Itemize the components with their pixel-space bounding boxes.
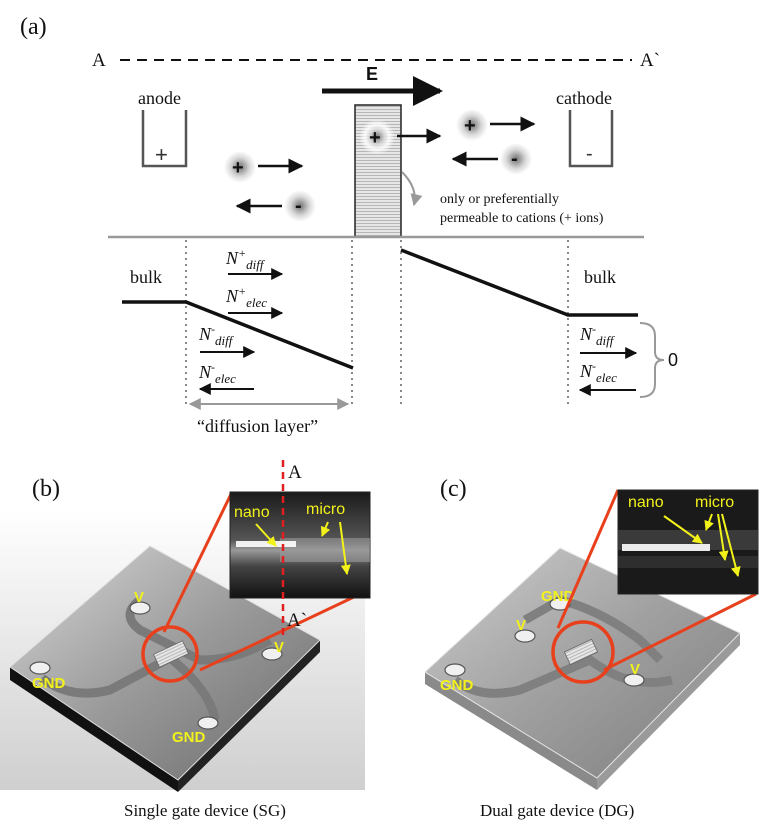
section-label-right: A` [640,50,660,71]
zoom-line-b-1 [162,491,234,633]
chip-c-port-v-right [623,673,645,687]
inset-c-micro-arrow-3 [721,513,741,577]
panel-c: (c) GND V V GND nano micro Dual gate dev… [424,476,759,820]
inset-b-nano-arrow [255,523,277,547]
chip-b-port-gnd1-label: GND [32,675,66,692]
flux-n-plus-diff: N+diff [225,246,266,272]
cathode-sign: - [586,143,593,165]
inset-c-micro-arrow-2 [717,513,729,561]
flux-n-minus-elec: N-elec [198,360,236,386]
inset-b-nano-label: nano [234,504,270,521]
panel-a: (a) A A` E anode + cathode - + - + + - [20,14,678,436]
profile-left [122,300,354,370]
chip-c-port-v-left [514,629,536,643]
zoom-circle-b [141,625,199,683]
zoom-line-c-1 [556,489,620,629]
membrane-note-line2: permeable to cations (+ ions) [440,211,604,226]
anion-glow-left [284,190,316,222]
anion-sign-right: - [511,148,518,170]
anode-label: anode [138,88,181,108]
zoom-line-b-2 [199,594,357,672]
chip-b-nanochannels [153,640,189,668]
anode-electrode [141,110,188,168]
zero-brace [639,322,665,398]
cation-sign-left: + [232,157,244,179]
inset-b-micro-label: micro [306,501,345,518]
flux-n-plus-elec: N+elec [225,284,267,310]
section-label-left: A [92,50,106,71]
flux-n-minus-diff: N-diff [198,322,235,348]
chip-c-port-gnd-left-label: GND [440,677,474,694]
zero-label: 0 [668,350,678,370]
panel-b-label: (b) [32,476,60,502]
chip-b-port-v1 [129,601,151,615]
cation-sign-right: + [464,115,476,137]
cation-glow-membrane-core [365,125,389,149]
field-label: E [366,64,378,84]
caption-c: Dual gate device (DG) [480,801,634,820]
zoom-line-c-2 [603,592,757,672]
inset-c-nano-label: nano [628,494,664,511]
anion-sign-left: - [295,195,302,217]
cation-glow-left [224,151,256,183]
zoom-circle-c [551,620,615,684]
chip-b-channel-lower [39,652,220,721]
chip-b-port-v2-label: V [274,639,284,656]
cation-sign-membrane: + [369,127,381,149]
inset-c-nano-glow [622,544,710,551]
panel-a-label: (a) [20,14,47,40]
inset-b-micro-arrow-2 [339,521,351,575]
chip-c-port-v-left-label: V [516,617,526,634]
profile-right [400,248,638,317]
chip-b-port-gnd2-label: GND [172,729,206,746]
section-b-bottom-label: A` [287,610,307,631]
chip-b-port-v1-label: V [134,589,144,606]
chip-b-port-v2 [261,647,283,661]
chip-c-nanochannels [563,638,599,666]
bulk-label-right: bulk [584,267,616,287]
flux-n-minus-diff-right: N-diff [579,322,616,348]
chip-b-side-right [178,640,320,792]
chip-c-port-gnd-left [444,663,466,677]
inset-c-nano-arrow [663,515,703,544]
note-pointer [401,171,423,207]
inset-c-micro-band-2 [618,556,758,568]
panel-b: (b) V V GND GND nano micro A A` [0,460,371,820]
inset-c-micro-arrow-1 [704,513,714,531]
chip-c-port-gnd-top-label: GND [541,588,575,605]
diffusion-layer-label: “diffusion layer” [197,416,318,436]
anode-sign: + [155,142,168,167]
inset-b-micro-arrow-1 [320,521,331,537]
cation-glow-right [456,109,488,141]
chip-c-side-front [425,672,597,790]
membrane-note-line1: only or preferentially [440,192,559,207]
flux-n-minus-elec-right: N-elec [579,359,617,385]
cathode-electrode [568,110,614,168]
chip-b-port-gnd2 [197,716,219,730]
caption-b: Single gate device (SG) [124,801,286,820]
inset-b-nano-glow [236,541,296,547]
cathode-label: cathode [556,88,612,108]
chip-b-side-front [10,667,178,792]
chip-c-side-right [597,633,740,790]
bulk-label-left: bulk [130,267,162,287]
chip-b-port-gnd1 [29,661,51,675]
panel-c-label: (c) [440,476,467,502]
chip-c-channel-lower [452,654,674,698]
anion-glow-right [500,143,532,175]
chip-c-port-v-right-label: V [630,661,640,678]
section-b-top-label: A [288,462,302,483]
inset-c-micro-label: micro [695,494,734,511]
